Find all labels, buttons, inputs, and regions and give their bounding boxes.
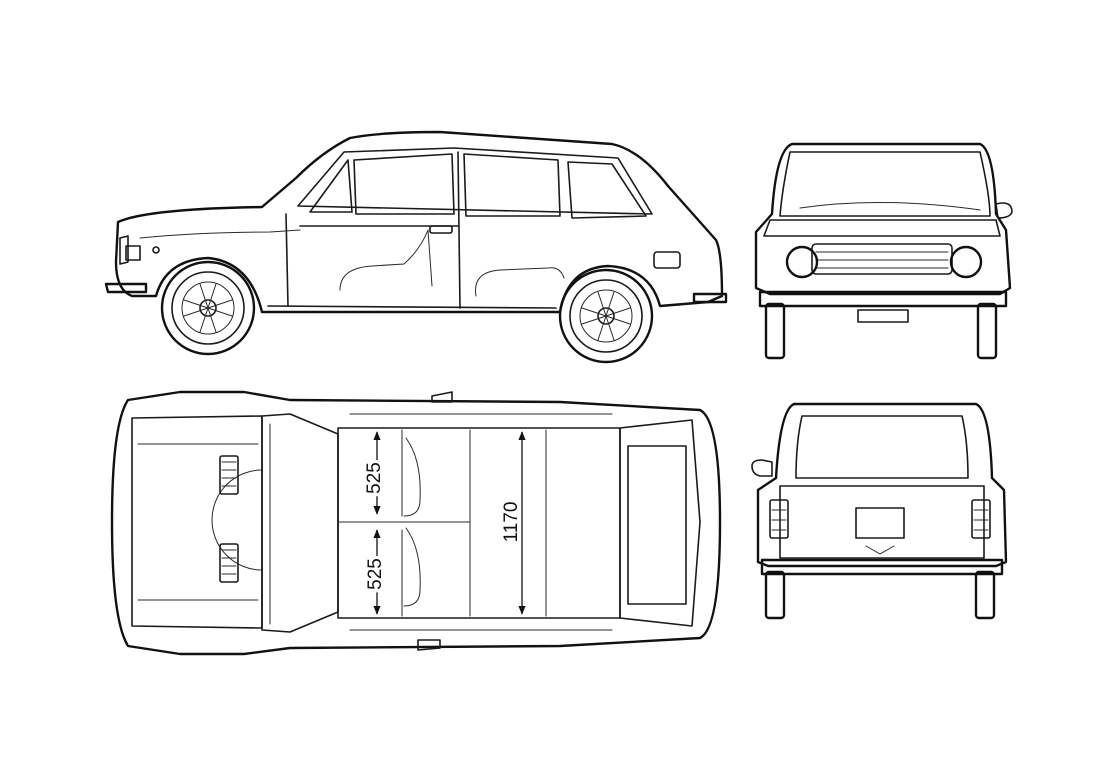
front-view <box>754 142 1013 360</box>
dimension-rear-seat: 525 <box>362 529 389 615</box>
dimension-front-seat: 525 <box>361 431 388 515</box>
dimension-interior-length: 1170 <box>498 431 526 615</box>
rear-seat-depth-label: 525 <box>365 558 386 590</box>
interior-length-label: 1170 <box>501 502 522 543</box>
top-view <box>110 390 722 656</box>
front-seat-depth-label: 525 <box>364 462 385 494</box>
side-view <box>104 130 728 364</box>
rear-view <box>751 402 1008 620</box>
